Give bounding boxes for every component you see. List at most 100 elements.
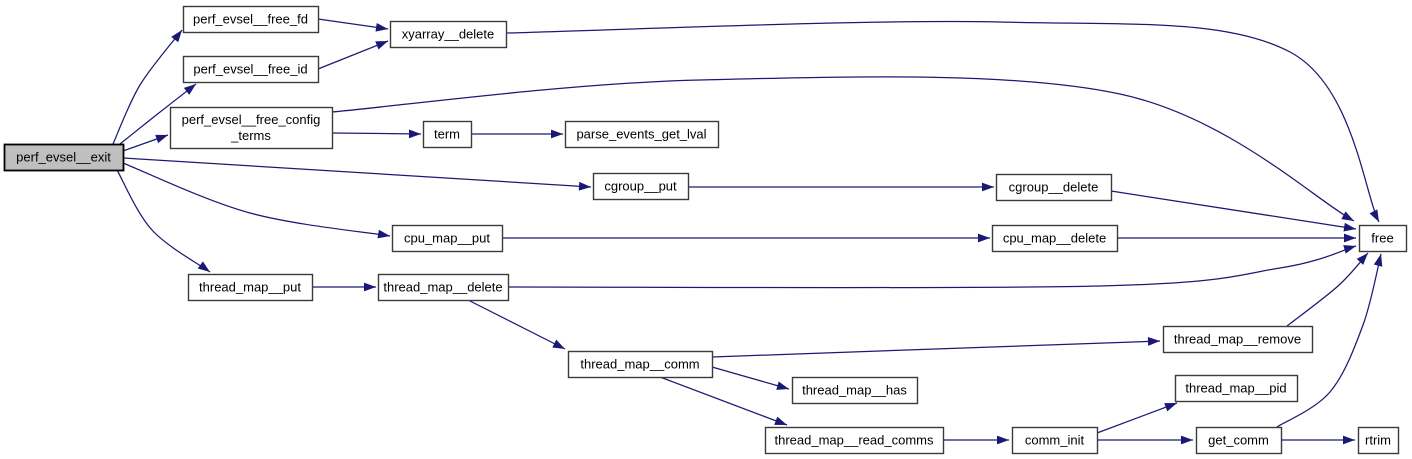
edge-cpu_map__put-to-cpu_map__delete xyxy=(502,233,990,243)
node-cgroup__put[interactable]: cgroup__put xyxy=(592,172,690,201)
node-cpu_map__delete[interactable]: cpu_map__delete xyxy=(991,224,1119,253)
edge-line xyxy=(122,162,391,237)
edge-term-to-parse_events_get_lval xyxy=(471,129,563,139)
edge-line xyxy=(317,40,389,70)
node-box[interactable] xyxy=(991,224,1119,253)
edge-line xyxy=(116,169,211,273)
edge-thread_map__remove-to-free xyxy=(1286,252,1369,327)
edge-perf_evsel__exit-to-perf_evsel__free_config_terms xyxy=(122,134,169,152)
node-box[interactable] xyxy=(564,120,720,149)
edge-line xyxy=(711,366,790,390)
node-perf_evsel__exit[interactable]: perf_evsel__exit xyxy=(3,143,125,172)
edge-perf_evsel__free_id-to-xyarray__delete xyxy=(317,40,389,70)
node-thread_map__comm[interactable]: thread_map__comm xyxy=(567,350,714,379)
node-perf_evsel__free_config_terms[interactable]: perf_evsel__free_config_terms xyxy=(169,106,334,150)
node-xyarray__delete[interactable]: xyarray__delete xyxy=(389,20,508,49)
node-box[interactable] xyxy=(995,173,1113,202)
node-thread_map__put[interactable]: thread_map__put xyxy=(187,273,314,302)
node-label: thread_map__put xyxy=(199,280,301,295)
node-thread_map__delete[interactable]: thread_map__delete xyxy=(377,273,510,302)
node-thread_map__has[interactable]: thread_map__has xyxy=(791,376,919,405)
edge-perf_evsel__exit-to-cgroup__put xyxy=(122,157,592,191)
node-box[interactable] xyxy=(1195,426,1283,455)
node-box[interactable] xyxy=(182,5,320,34)
edge-line xyxy=(467,299,566,350)
node-rtrim[interactable]: rtrim xyxy=(1357,426,1400,455)
arrowhead-icon xyxy=(1356,253,1368,265)
node-box[interactable] xyxy=(3,143,125,172)
arrowhead-icon xyxy=(1343,435,1355,445)
edge-perf_evsel__free_config_terms-to-term xyxy=(331,129,422,139)
node-get_comm[interactable]: get_comm xyxy=(1195,426,1283,455)
node-box[interactable] xyxy=(764,426,945,455)
edge-line xyxy=(331,76,1355,222)
arrowhead-icon xyxy=(364,282,376,292)
node-box[interactable] xyxy=(187,273,314,302)
node-thread_map__pid[interactable]: thread_map__pid xyxy=(1174,374,1299,403)
node-box[interactable] xyxy=(389,20,508,49)
node-box[interactable] xyxy=(1358,224,1408,253)
arrowhead-icon xyxy=(982,182,994,192)
arrowhead-icon xyxy=(552,339,565,349)
node-box[interactable] xyxy=(391,224,504,253)
arrowhead-icon xyxy=(197,261,210,272)
arrowhead-icon xyxy=(551,129,563,139)
arrowhead-icon xyxy=(997,435,1009,445)
node-perf_evsel__free_id[interactable]: perf_evsel__free_id xyxy=(182,55,320,84)
node-label: thread_map__pid xyxy=(1185,381,1286,396)
arrowhead-icon xyxy=(1147,337,1160,346)
edge-thread_map__comm-to-thread_map__remove xyxy=(711,337,1161,358)
node-box[interactable] xyxy=(1357,426,1400,455)
edge-line xyxy=(507,245,1357,289)
node-box[interactable] xyxy=(1162,325,1314,354)
edge-xyarray__delete-to-free xyxy=(505,20,1380,223)
edge-line xyxy=(1110,190,1357,230)
arrowhead-icon xyxy=(578,181,591,191)
node-box[interactable] xyxy=(1174,374,1299,403)
node-box[interactable] xyxy=(791,376,919,405)
node-perf_evsel__free_fd[interactable]: perf_evsel__free_fd xyxy=(182,5,320,34)
edge-comm_init-to-thread_map__pid xyxy=(1096,402,1178,434)
node-parse_events_get_lval[interactable]: parse_events_get_lval xyxy=(564,120,720,149)
node-label: xyarray__delete xyxy=(402,27,495,42)
node-free[interactable]: free xyxy=(1358,224,1408,253)
edge-perf_evsel__exit-to-perf_evsel__free_fd xyxy=(112,29,183,145)
node-label: get_comm xyxy=(1208,433,1269,448)
edge-get_comm-to-rtrim xyxy=(1281,435,1355,445)
edge-line xyxy=(122,157,592,188)
arrowhead-icon xyxy=(1181,435,1193,445)
node-box[interactable] xyxy=(1011,426,1099,455)
node-box[interactable] xyxy=(592,172,690,201)
node-thread_map__remove[interactable]: thread_map__remove xyxy=(1162,325,1314,354)
node-label: perf_evsel__free_fd xyxy=(193,12,308,27)
node-label: term xyxy=(434,127,460,142)
node-term[interactable]: term xyxy=(422,120,473,149)
arrowhead-icon xyxy=(171,30,182,43)
edge-thread_map__delete-to-thread_map__comm xyxy=(467,299,566,350)
arrowhead-icon xyxy=(1344,233,1356,243)
arrowhead-icon xyxy=(377,229,390,239)
node-box[interactable] xyxy=(169,106,334,150)
node-label: cpu_map__put xyxy=(404,231,490,246)
arrowhead-icon xyxy=(1369,209,1379,222)
node-cpu_map__put[interactable]: cpu_map__put xyxy=(391,224,504,253)
node-label: cpu_map__delete xyxy=(1003,231,1106,246)
edge-line xyxy=(659,376,788,426)
node-box[interactable] xyxy=(377,273,510,302)
arrowhead-icon xyxy=(1343,245,1356,254)
node-label: rtrim xyxy=(1365,433,1391,448)
node-box[interactable] xyxy=(422,120,473,149)
arrowhead-icon xyxy=(183,84,196,95)
node-box[interactable] xyxy=(182,55,320,84)
node-cgroup__delete[interactable]: cgroup__delete xyxy=(995,173,1113,202)
node-box[interactable] xyxy=(567,350,714,379)
node-comm_init[interactable]: comm_init xyxy=(1011,426,1099,455)
arrowhead-icon xyxy=(978,233,990,243)
edge-cgroup__put-to-cgroup__delete xyxy=(688,182,994,192)
node-thread_map__read_comms[interactable]: thread_map__read_comms xyxy=(764,426,945,455)
node-label: thread_map__remove xyxy=(1174,332,1301,347)
edge-thread_map__put-to-thread_map__delete xyxy=(312,282,376,292)
node-label: cgroup__delete xyxy=(1009,180,1099,195)
